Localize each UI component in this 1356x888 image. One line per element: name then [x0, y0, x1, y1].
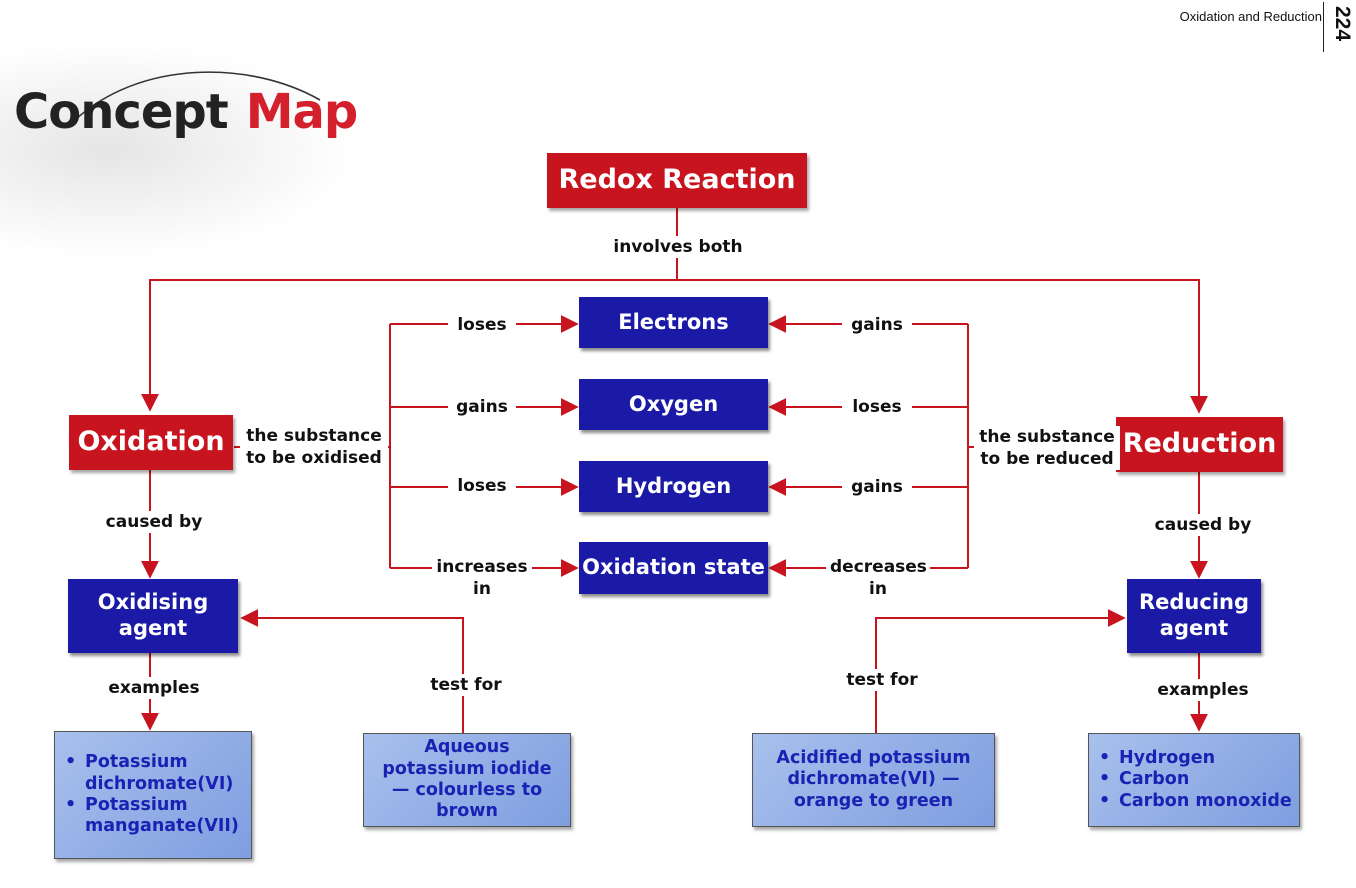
label-left-hydrogen: loses [448, 475, 516, 498]
title-concept: Concept [14, 84, 229, 140]
node-hydrogen: Hydrogen [579, 461, 768, 512]
node-oxygen: Oxygen [579, 379, 768, 430]
label-left-electrons: loses [448, 314, 516, 337]
label-caused-by-right: caused by [1149, 514, 1257, 537]
arrow-test-reducing [875, 609, 1126, 733]
list-item: Carbon [1099, 769, 1292, 791]
label-test-for-left: test for [420, 674, 512, 697]
chapter-header: Oxidation and Reduction [1179, 9, 1322, 24]
page-number: 224 [1323, 2, 1354, 52]
arrow-to-reduction [677, 279, 1208, 414]
title-map: Map [245, 84, 359, 140]
list-item: Hydrogen [1099, 748, 1292, 770]
label-substance-reduced: the substance to be reduced [974, 426, 1120, 471]
oxidising-examples-box: Potassium dichromate(VI) Potassium manga… [54, 731, 252, 859]
node-oxidation-state: Oxidation state [579, 542, 768, 594]
label-right-oxygen: loses [842, 396, 912, 419]
title-shadow [0, 40, 360, 260]
node-oxidation: Oxidation [69, 415, 233, 470]
title-swoosh [74, 71, 321, 121]
label-involves-both: involves both [608, 236, 748, 259]
label-examples-right: examples [1151, 679, 1255, 702]
label-examples-left: examples [102, 677, 206, 700]
list-item: Potassium dichromate(VI) [65, 752, 251, 795]
node-reduction: Reduction [1116, 417, 1283, 472]
oxidising-test-box: Aqueous potassium iodide — colourless to… [363, 733, 571, 827]
label-left-state: increases in [432, 556, 532, 601]
node-electrons: Electrons [579, 297, 768, 348]
list-item: Carbon monoxide [1099, 791, 1292, 813]
label-right-electrons: gains [842, 314, 912, 337]
arrow-to-oxidation [141, 279, 677, 412]
reducing-examples-list: Hydrogen Carbon Carbon monoxide [1089, 748, 1292, 812]
label-caused-by-left: caused by [100, 511, 208, 534]
label-test-for-right: test for [836, 669, 928, 692]
reducing-test-box: Acidified potassium dichromate(VI) — ora… [752, 733, 995, 827]
label-right-hydrogen: gains [842, 476, 912, 499]
node-reducing-agent: Reducing agent [1127, 579, 1261, 653]
concept-map-title: Concept Map [14, 84, 359, 140]
label-substance-oxidised: the substance to be oxidised [240, 425, 388, 470]
label-right-state: decreases in [826, 556, 930, 601]
oxidising-examples-list: Potassium dichromate(VI) Potassium manga… [55, 752, 251, 837]
node-redox-reaction: Redox Reaction [547, 153, 807, 208]
reducing-examples-box: Hydrogen Carbon Carbon monoxide [1088, 733, 1300, 827]
list-item: Potassium manganate(VII) [65, 795, 251, 838]
label-left-oxygen: gains [448, 396, 516, 419]
node-oxidising-agent: Oxidising agent [68, 579, 238, 653]
